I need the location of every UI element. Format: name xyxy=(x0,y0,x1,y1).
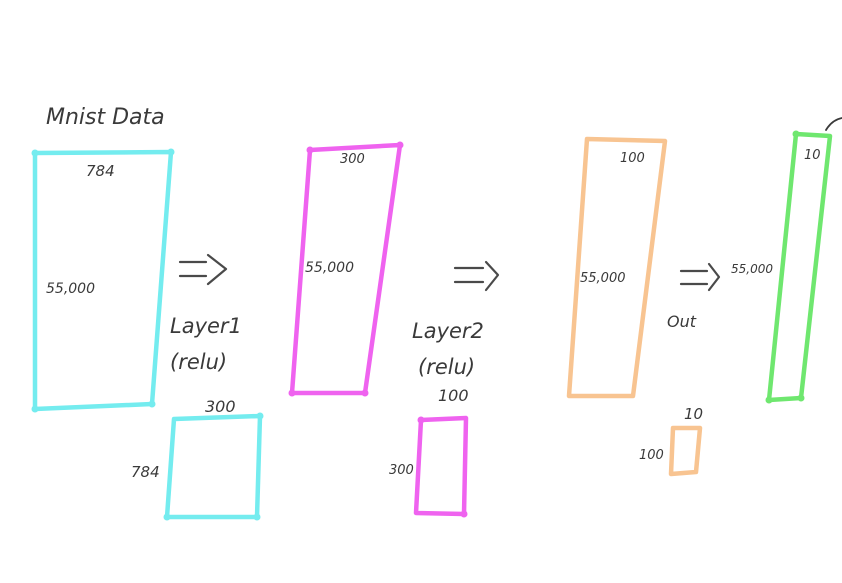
weight-matrix-w2 xyxy=(413,415,469,518)
title: Mnist Data xyxy=(46,105,165,130)
w1-top-label: 300 xyxy=(205,397,236,416)
weight-matrix-w1 xyxy=(163,412,264,521)
layer1-activation: (relu) xyxy=(170,350,227,374)
w3-top-label: 10 xyxy=(684,405,703,423)
stray-stroke xyxy=(825,117,842,131)
arrow-icon xyxy=(453,260,500,292)
input-data-matrix xyxy=(31,148,175,413)
layer1-matrix xyxy=(288,141,404,397)
arrow-icon xyxy=(679,262,721,292)
w2-top-label: 100 xyxy=(438,386,469,405)
w1-side-label: 784 xyxy=(131,463,160,481)
weight-matrix-w3 xyxy=(668,425,703,477)
input-width-label: 784 xyxy=(86,162,115,180)
layer2-width-label: 100 xyxy=(620,151,645,166)
layer2-height-label: 55,000 xyxy=(580,271,626,286)
arrow-icon xyxy=(178,253,228,286)
w2-side-label: 300 xyxy=(389,463,414,478)
layer1-name: Layer1 xyxy=(170,314,242,338)
output-name: Out xyxy=(667,312,697,331)
layer1-height-label: 55,000 xyxy=(305,260,354,276)
layer2-name: Layer2 xyxy=(412,319,484,343)
output-matrix xyxy=(765,130,833,404)
output-height-label: 55,000 xyxy=(731,262,773,276)
layer2-activation: (relu) xyxy=(418,355,475,379)
w3-side-label: 100 xyxy=(639,448,664,463)
input-height-label: 55,000 xyxy=(46,281,95,297)
output-width-label: 10 xyxy=(804,148,821,163)
layer1-width-label: 300 xyxy=(340,152,365,167)
layer2-matrix xyxy=(566,136,668,399)
